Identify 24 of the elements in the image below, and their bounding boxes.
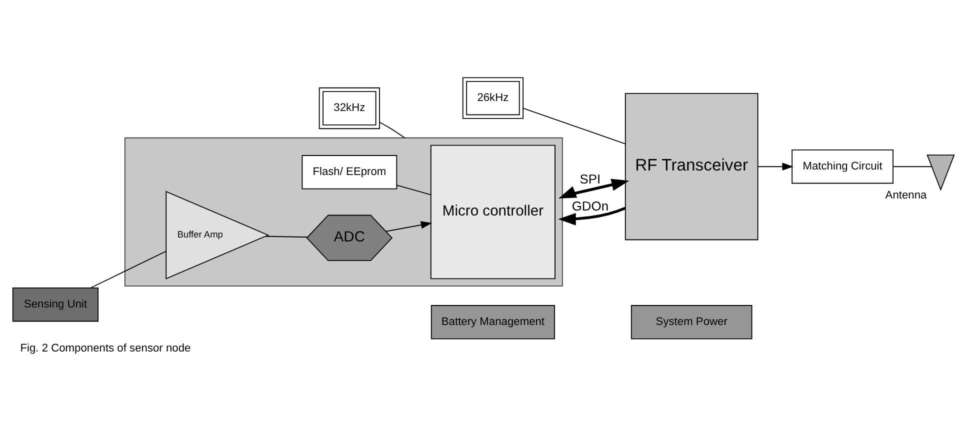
node-box: Sensing Unit	[12, 287, 99, 322]
arrow	[558, 206, 626, 226]
connector	[892, 166, 932, 168]
connector	[522, 108, 626, 144]
arrow	[386, 221, 432, 232]
connector	[90, 250, 166, 288]
node-box: System Power	[630, 305, 752, 340]
node-box: Micro controller	[430, 144, 556, 280]
node-label: Antenna	[885, 190, 927, 202]
connector	[396, 184, 432, 196]
edge-label: GDOn	[572, 198, 609, 214]
edge-label: SPI	[580, 171, 601, 186]
caption: Fig. 2 Components of sensor node	[20, 342, 191, 354]
node-box: Battery Management	[430, 305, 556, 340]
connector	[265, 236, 308, 238]
node-box: Matching Circuit	[792, 149, 894, 184]
arrow	[558, 178, 630, 198]
connector	[379, 122, 406, 138]
node-box: 32kHz	[318, 87, 380, 130]
arrow	[757, 162, 794, 170]
node-box: 26kHz	[462, 77, 524, 119]
node-box: Flash/ EEprom	[302, 155, 398, 190]
cluster	[124, 137, 563, 287]
node-box: RF Transceiver	[624, 92, 758, 240]
